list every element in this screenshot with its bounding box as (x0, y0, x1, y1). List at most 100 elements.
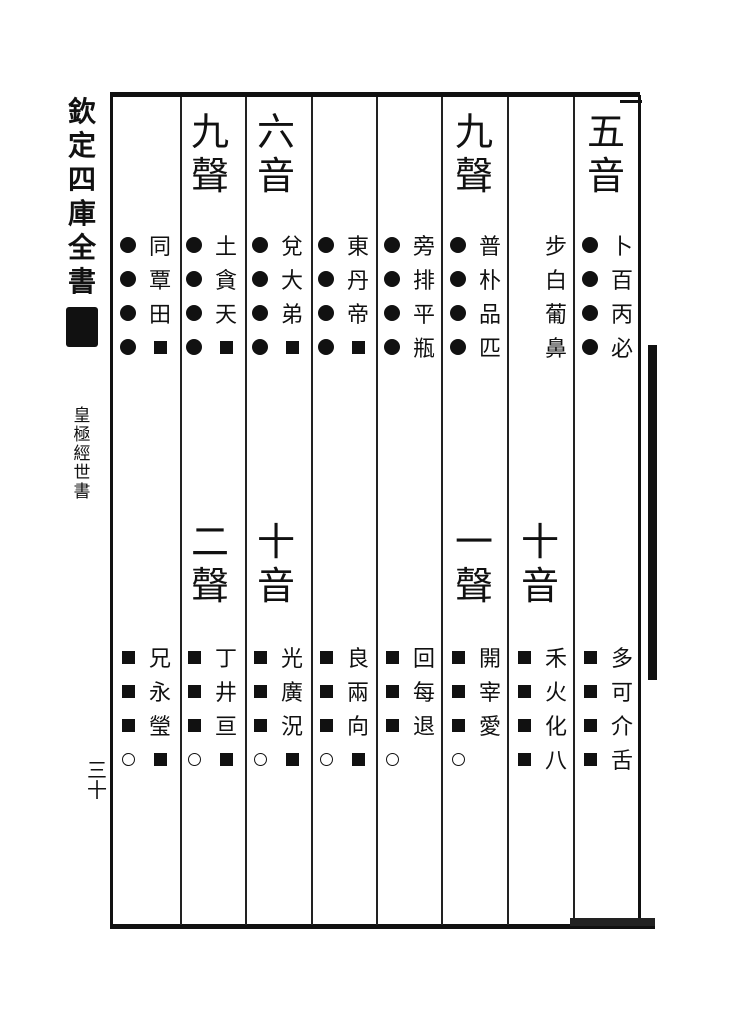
table-char: 天 (214, 303, 237, 328)
table-char: 井 (214, 681, 237, 706)
table-char: 禾 (544, 647, 567, 672)
filled-circle-mark (186, 339, 202, 355)
mark-cell (310, 640, 342, 674)
table-char: 每 (412, 681, 435, 706)
filled-square-mark (121, 650, 135, 664)
filled-circle-mark (186, 237, 202, 253)
mark-cell (574, 262, 606, 296)
mark-cell (442, 262, 474, 296)
book-title: 皇極經世書 (73, 406, 91, 502)
char-cell: 化 (540, 708, 572, 742)
mark-cell (574, 296, 606, 330)
char-cell: 回 (408, 640, 440, 674)
table-char: 田 (148, 303, 171, 328)
char-cell: 介 (606, 708, 638, 742)
mark-cell (310, 330, 342, 364)
bottom-ink-mark (570, 918, 655, 926)
mark-cell (244, 674, 276, 708)
char-cell: 瓶 (408, 330, 440, 364)
table-char: 丹 (346, 269, 369, 294)
frame-right-border (638, 95, 641, 925)
mark-cell (178, 674, 210, 708)
table-char: 同 (148, 235, 171, 260)
table-char: 葡 (544, 303, 567, 328)
char-cell: 可 (606, 674, 638, 708)
char-cell: 兄 (144, 640, 176, 674)
char-cell: 葡 (540, 296, 572, 330)
table-char: 排 (412, 269, 435, 294)
char-cell: 井 (210, 674, 242, 708)
filled-square-mark (219, 340, 233, 354)
filled-circle-mark (384, 271, 400, 287)
filled-circle-mark (450, 237, 466, 253)
table-char: 舌 (610, 749, 633, 774)
filled-square-mark (253, 684, 267, 698)
char-cell: 平 (408, 296, 440, 330)
column-heading: 二聲 (190, 520, 229, 608)
char-cell: 向 (342, 708, 374, 742)
open-circle-mark (385, 752, 399, 766)
filled-square-mark (517, 684, 531, 698)
mark-cell (574, 330, 606, 364)
char-cell: 卜 (606, 228, 638, 262)
mark-cell (178, 742, 210, 776)
mark-cell (244, 296, 276, 330)
mark-cell (376, 262, 408, 296)
open-circle-mark (253, 752, 267, 766)
cell-group: 東丹帝 (310, 228, 374, 364)
filled-circle-mark (582, 237, 598, 253)
mark-cell (112, 708, 144, 742)
char-cell: 鼻 (540, 330, 572, 364)
filled-square-mark (385, 684, 399, 698)
mark-cell (178, 330, 210, 364)
table-char: 火 (544, 681, 567, 706)
char-cell: 丁 (210, 640, 242, 674)
table-char: 多 (610, 647, 633, 672)
char-cell (342, 742, 374, 776)
table-char: 開 (478, 647, 501, 672)
filled-square-mark (517, 650, 531, 664)
table-char: 東 (346, 235, 369, 260)
filled-square-mark (583, 684, 597, 698)
mark-cell (508, 640, 540, 674)
table-char: 丁 (214, 647, 237, 672)
filled-circle-mark (582, 305, 598, 321)
char-cell: 光 (276, 640, 308, 674)
cell-group: 回每退 (376, 640, 440, 776)
filled-square-mark (153, 340, 167, 354)
table-char: 帝 (346, 303, 369, 328)
filled-square-mark (285, 340, 299, 354)
mark-cell (112, 674, 144, 708)
mark-cell (442, 330, 474, 364)
char-cell (342, 330, 374, 364)
mark-cell (310, 674, 342, 708)
mark-cell (442, 742, 474, 776)
filled-square-mark (285, 752, 299, 766)
filled-square-mark (351, 752, 365, 766)
char-cell: 排 (408, 262, 440, 296)
char-cell (210, 330, 242, 364)
cell-group: 丁井亘 (178, 640, 242, 776)
mark-cell (574, 228, 606, 262)
bottom-border (110, 924, 655, 929)
open-circle-mark (187, 752, 201, 766)
top-border (110, 92, 640, 97)
cell-group: 兄永瑩 (112, 640, 176, 776)
mark-cell (244, 742, 276, 776)
cell-group: 多可介舌 (574, 640, 638, 776)
mark-cell (508, 228, 540, 262)
column-heading: 九聲 (190, 110, 229, 198)
table-char: 匹 (478, 337, 501, 362)
table-char: 瓶 (412, 337, 435, 362)
mark-cell (376, 330, 408, 364)
table-char: 永 (148, 681, 171, 706)
filled-circle-mark (582, 271, 598, 287)
column-heading: 一聲 (454, 520, 493, 608)
table-char: 廣 (280, 681, 303, 706)
table-char: 愛 (478, 715, 501, 740)
char-cell: 丹 (342, 262, 374, 296)
column-rule (441, 97, 443, 925)
filled-square-mark (187, 718, 201, 732)
table-char: 白 (544, 269, 567, 294)
table-char: 退 (412, 715, 435, 740)
